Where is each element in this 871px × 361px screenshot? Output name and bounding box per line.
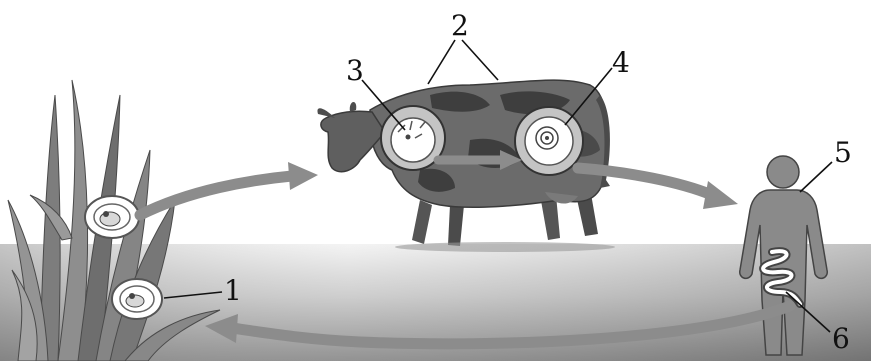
label-5: 5 (834, 136, 852, 169)
arrow-cow-to-human (578, 168, 738, 209)
cyst-lower (112, 279, 162, 319)
cyst-upper (85, 196, 139, 238)
label-2: 2 (451, 9, 469, 42)
label-6: 6 (832, 322, 850, 355)
arrow-plant-to-cow (140, 162, 318, 215)
cow-muscle-cyst-stage (515, 107, 583, 175)
label-3: 3 (346, 54, 364, 87)
label-1: 1 (224, 274, 242, 307)
label-4: 4 (612, 46, 630, 79)
